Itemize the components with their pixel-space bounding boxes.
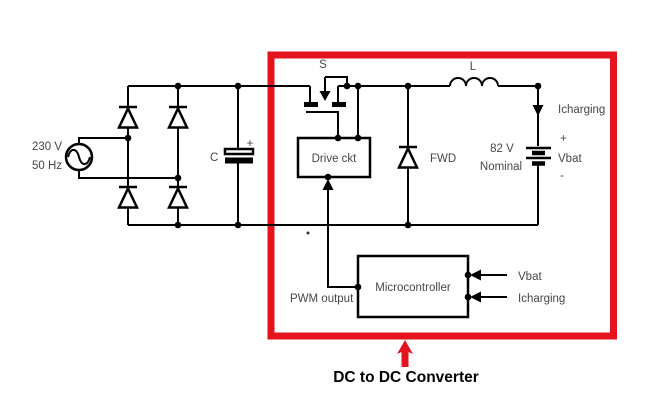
capacitor-plus-label: + xyxy=(247,138,254,150)
input-icharging-label: Icharging xyxy=(518,293,565,305)
bridge-diode-icon xyxy=(167,105,189,129)
icharging-input-arrow-icon xyxy=(470,291,481,303)
input-vbat-label: Vbat xyxy=(518,271,542,283)
bridge-diode-icon xyxy=(167,185,189,209)
stray-dot xyxy=(306,231,310,235)
bridge-diode-icon xyxy=(117,105,139,129)
microcontroller-label: Microcontroller xyxy=(375,282,451,294)
ac-frequency-label: 50 Hz xyxy=(32,160,62,172)
junction-dots xyxy=(124,82,542,301)
switch-label: S xyxy=(319,59,327,71)
drive-circuit-box xyxy=(296,136,372,179)
caption-pointer-arrow-icon xyxy=(397,340,413,367)
battery-name-label: Vbat xyxy=(558,153,582,165)
capacitor-label: C xyxy=(210,152,218,164)
icharging-label: Icharging xyxy=(558,104,605,116)
battery-minus-label: - xyxy=(560,170,564,182)
diagram-caption: DC to DC Converter xyxy=(333,369,479,386)
freewheel-diode-icon xyxy=(397,145,419,169)
battery-icon xyxy=(526,146,551,166)
drive-circuit-label: Drive ckt xyxy=(312,153,358,165)
inductor-label: L xyxy=(470,61,477,73)
inductor-icon xyxy=(449,77,499,87)
mosfet-switch-icon xyxy=(304,91,346,107)
dc-dc-converter-highlight-box xyxy=(267,51,617,340)
fwd-label: FWD xyxy=(430,153,456,165)
vbat-input-arrow-icon xyxy=(470,269,481,281)
battery-nominal-label: Nominal xyxy=(480,161,522,173)
battery-voltage-label: 82 V xyxy=(490,143,514,155)
pwm-arrow-icon xyxy=(322,179,334,190)
capacitor-icon xyxy=(223,147,255,164)
icharging-arrow-icon xyxy=(532,105,544,116)
pwm-output-label: PWM output xyxy=(290,293,354,305)
ac-source-icon xyxy=(64,142,94,172)
battery-plus-label: + xyxy=(560,133,567,145)
ac-voltage-label: 230 V xyxy=(32,141,62,153)
bridge-diode-icon xyxy=(117,185,139,209)
